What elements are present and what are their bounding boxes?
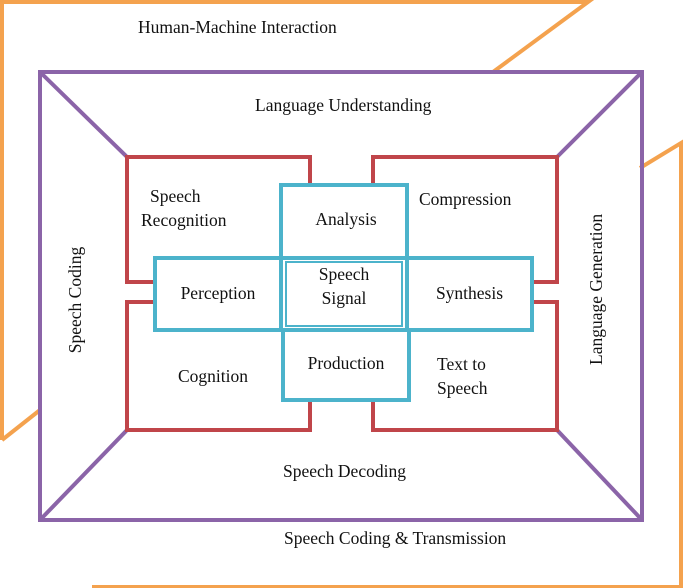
label-speech-recognition-line2: Recognition xyxy=(141,210,227,230)
box-speech-signal-inner xyxy=(285,261,403,327)
outer-frame-left-tail xyxy=(0,408,42,442)
label-text-to-speech: Text to Speech xyxy=(437,352,488,400)
label-text-to-speech-line1: Text to xyxy=(437,354,486,374)
label-production: Production xyxy=(307,353,385,373)
label-speech-decoding: Speech Decoding xyxy=(283,461,406,481)
label-speech-recognition-line1: Speech xyxy=(150,186,201,206)
outer-frame-bottom xyxy=(92,139,683,588)
purple-diag-tl xyxy=(38,70,129,159)
box-synthesis xyxy=(405,256,534,332)
purple-diag-tr xyxy=(555,70,644,159)
label-perception: Perception xyxy=(180,283,256,303)
red-bracket-tr xyxy=(371,155,559,284)
label-speech-coding-transmission: Speech Coding & Transmission xyxy=(284,528,507,548)
red-bracket-tl xyxy=(125,155,312,284)
label-speech-signal-line2: Signal xyxy=(321,288,367,308)
label-compression: Compression xyxy=(419,189,512,209)
box-production xyxy=(281,328,411,402)
label-text-to-speech-line2: Speech xyxy=(437,378,488,398)
label-speech-coding: Speech Coding xyxy=(65,246,85,354)
label-synthesis: Synthesis xyxy=(435,283,504,303)
red-bracket-bl xyxy=(125,300,312,432)
outer-frame-top xyxy=(0,0,595,440)
purple-frame xyxy=(38,70,644,522)
purple-diag-bl xyxy=(38,428,129,522)
label-cognition: Cognition xyxy=(178,366,249,386)
label-analysis: Analysis xyxy=(315,209,377,229)
label-speech-signal-line1: Speech xyxy=(318,264,370,284)
label-speech-recognition: Speech Recognition xyxy=(141,184,227,232)
label-speech-signal: Speech Signal xyxy=(281,262,407,310)
label-human-machine-interaction: Human-Machine Interaction xyxy=(138,17,337,37)
purple-diag-br xyxy=(555,428,644,522)
label-language-understanding: Language Understanding xyxy=(255,95,432,115)
label-language-generation: Language Generation xyxy=(586,213,606,365)
red-bracket-br xyxy=(371,300,559,432)
